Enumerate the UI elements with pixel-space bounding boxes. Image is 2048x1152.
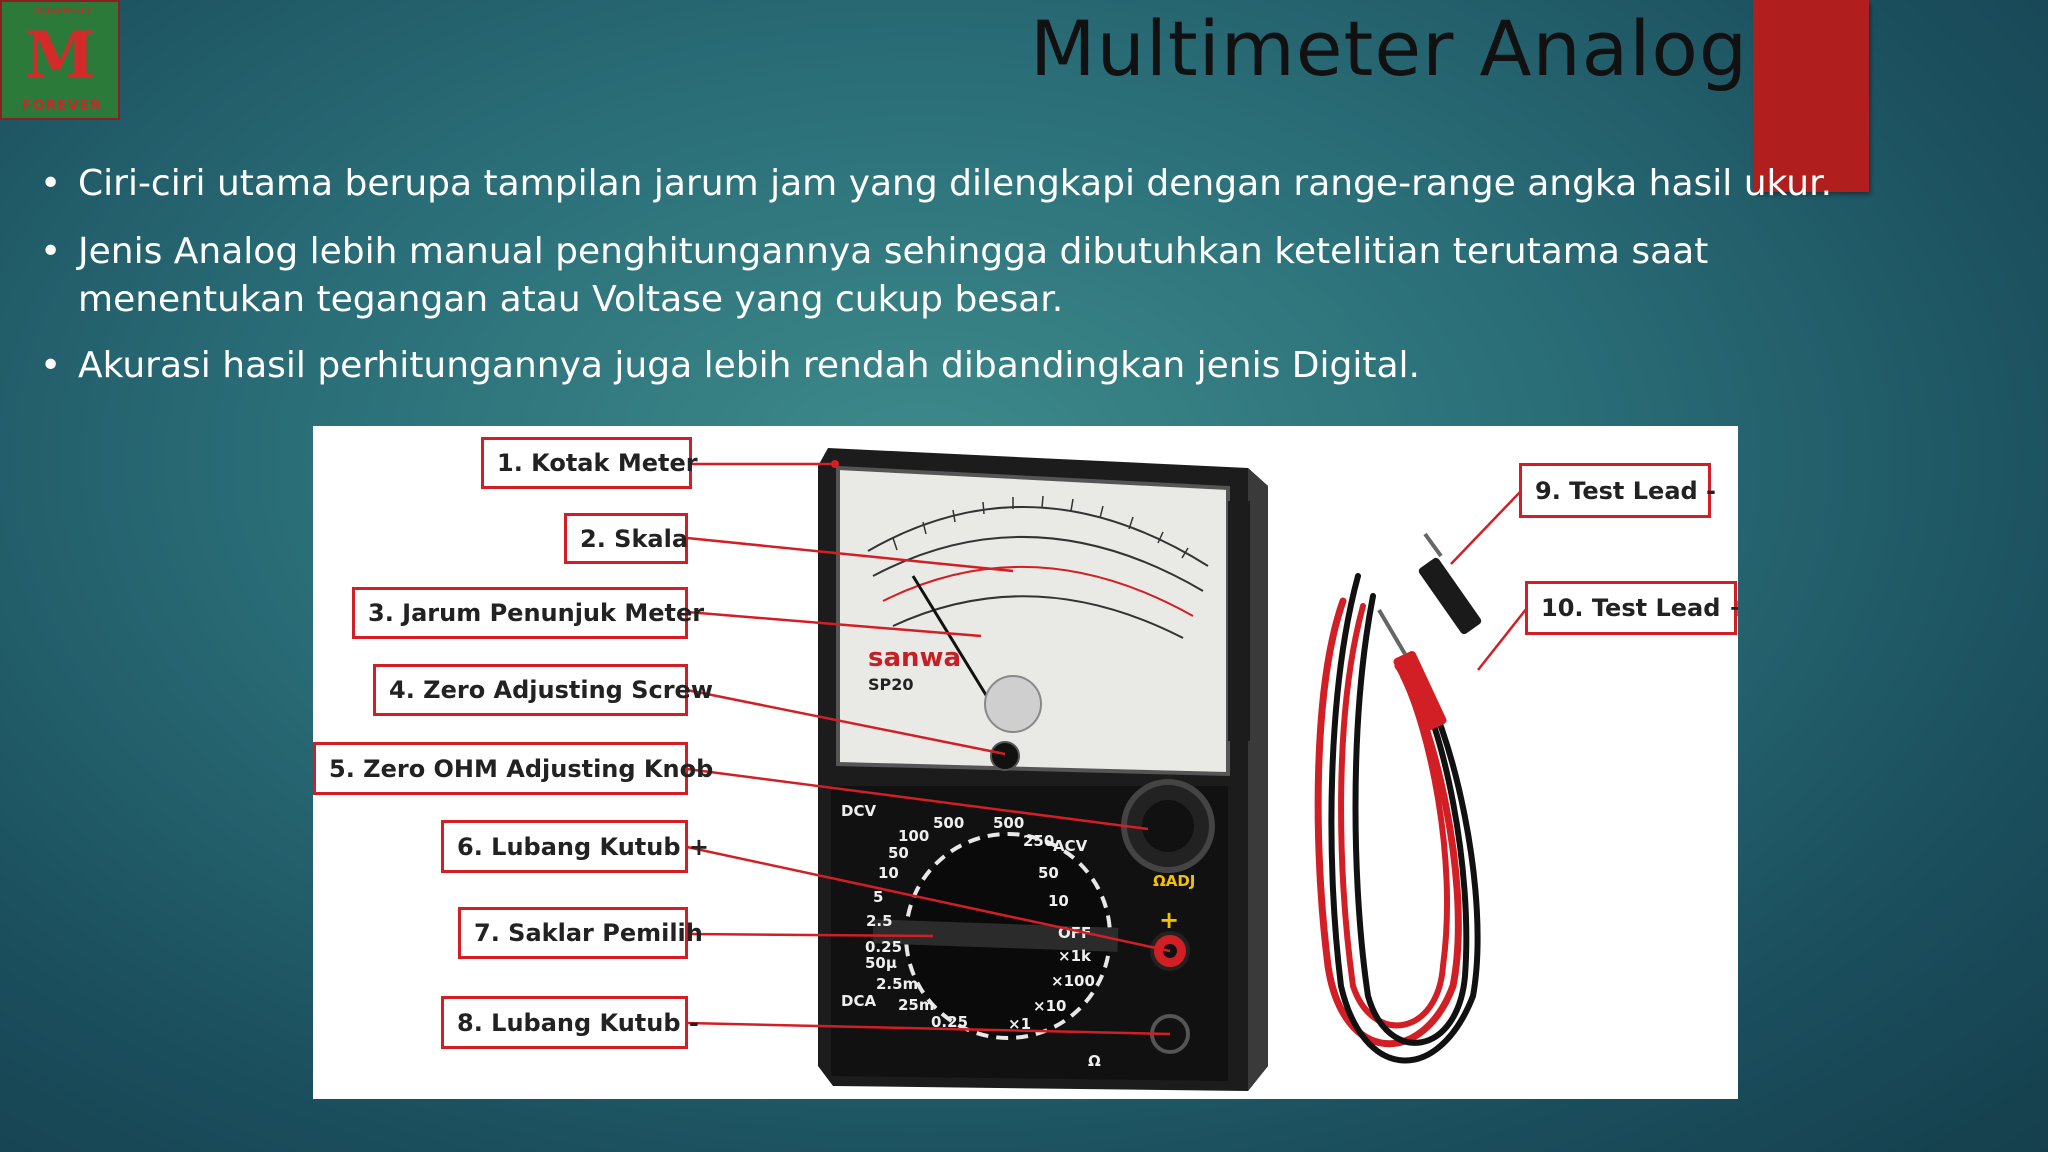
logo-letter: M (24, 18, 96, 93)
bullet-item: • Akurasi hasil perhitungannya juga lebi… (40, 342, 1420, 390)
black-probe (1418, 557, 1482, 635)
logo-bottom-text: FOREVER (22, 98, 102, 114)
svg-text:50: 50 (1038, 864, 1059, 882)
label-jarum-penunjuk: 3. Jarum Penunjuk Meter (352, 587, 704, 639)
label-kotak-meter: 1. Kotak Meter (481, 437, 698, 489)
university-logo: UNIVERSITY M FOREVER (0, 0, 120, 120)
meter-window (836, 465, 1230, 777)
svg-text:+: + (1159, 906, 1179, 934)
svg-text:5: 5 (873, 888, 883, 906)
svg-text:0.25: 0.25 (865, 938, 902, 956)
label-zero-ohm-knob: 5. Zero OHM Adjusting Knob (313, 742, 713, 795)
leader-lines (686, 462, 1528, 1036)
label-test-lead-plus: 10. Test Lead + (1525, 581, 1738, 635)
svg-text:0.25: 0.25 (931, 1013, 968, 1031)
svg-text:100: 100 (898, 827, 929, 845)
label-lubang-kutub-minus: 8. Lubang Kutub - (441, 996, 699, 1049)
svg-text:×1: ×1 (1008, 1015, 1031, 1033)
svg-text:ACV: ACV (1053, 837, 1088, 855)
svg-text:×1k: ×1k (1058, 947, 1092, 965)
bullet-item: • Jenis Analog lebih manual penghitungan… (40, 228, 1900, 324)
red-probe (1393, 650, 1447, 732)
zero-adjust-screw (990, 741, 1020, 771)
label-zero-adjusting-screw: 4. Zero Adjusting Screw (373, 664, 713, 716)
svg-text:10: 10 (1048, 892, 1069, 910)
brand-text: sanwa (868, 643, 961, 673)
test-lead-minus-cable (1352, 593, 1470, 1046)
bullet-dot-icon: • (40, 345, 62, 386)
svg-text:50µ: 50µ (865, 954, 897, 972)
logo-top-text: UNIVERSITY (32, 6, 92, 17)
bullet-dot-icon: • (40, 231, 62, 272)
svg-text:250: 250 (1023, 832, 1054, 850)
label-test-lead-minus: 9. Test Lead - (1519, 463, 1716, 518)
multimeter-figure: sanwa SP20 + DCV ACV DCA OFF ΩADJ Ω 100 … (313, 426, 1738, 1099)
bullet-text: Ciri-ciri utama berupa tampilan jarum ja… (78, 163, 1833, 204)
test-lead-plus-cable (1314, 597, 1462, 1048)
svg-text:500: 500 (933, 814, 964, 832)
svg-text:DCV: DCV (841, 802, 876, 820)
bullet-item: • Ciri-ciri utama berupa tampilan jarum … (40, 160, 1832, 208)
bullet-dot-icon: • (40, 163, 62, 204)
label-lubang-kutub-plus: 6. Lubang Kutub + (441, 820, 709, 873)
bullet-text: Akurasi hasil perhitungannya juga lebih … (78, 345, 1421, 386)
bullet-text: Jenis Analog lebih manual penghitunganny… (78, 231, 1709, 320)
red-accent-bar (1753, 0, 1869, 192)
svg-text:DCA: DCA (841, 992, 876, 1010)
svg-text:ΩADJ: ΩADJ (1153, 872, 1195, 890)
multimeter-illustration: sanwa SP20 + DCV ACV DCA OFF ΩADJ Ω 100 … (686, 448, 1528, 1091)
label-saklar-pemilih: 7. Saklar Pemilih (458, 907, 703, 959)
svg-text:50: 50 (888, 844, 909, 862)
label-skala: 2. Skala (564, 513, 688, 564)
slide-title: Multimeter Analog (1030, 4, 1749, 93)
svg-text:×10: ×10 (1033, 997, 1066, 1015)
svg-text:2.5m: 2.5m (876, 975, 918, 993)
svg-text:25m: 25m (898, 996, 935, 1014)
svg-text:10: 10 (878, 864, 899, 882)
svg-text:2.5: 2.5 (866, 912, 893, 930)
svg-text:Ω: Ω (1088, 1052, 1101, 1070)
svg-text:SP20: SP20 (868, 675, 914, 694)
svg-text:×100: ×100 (1051, 972, 1095, 990)
svg-text:500: 500 (993, 814, 1024, 832)
scale-arc (867, 506, 1209, 567)
